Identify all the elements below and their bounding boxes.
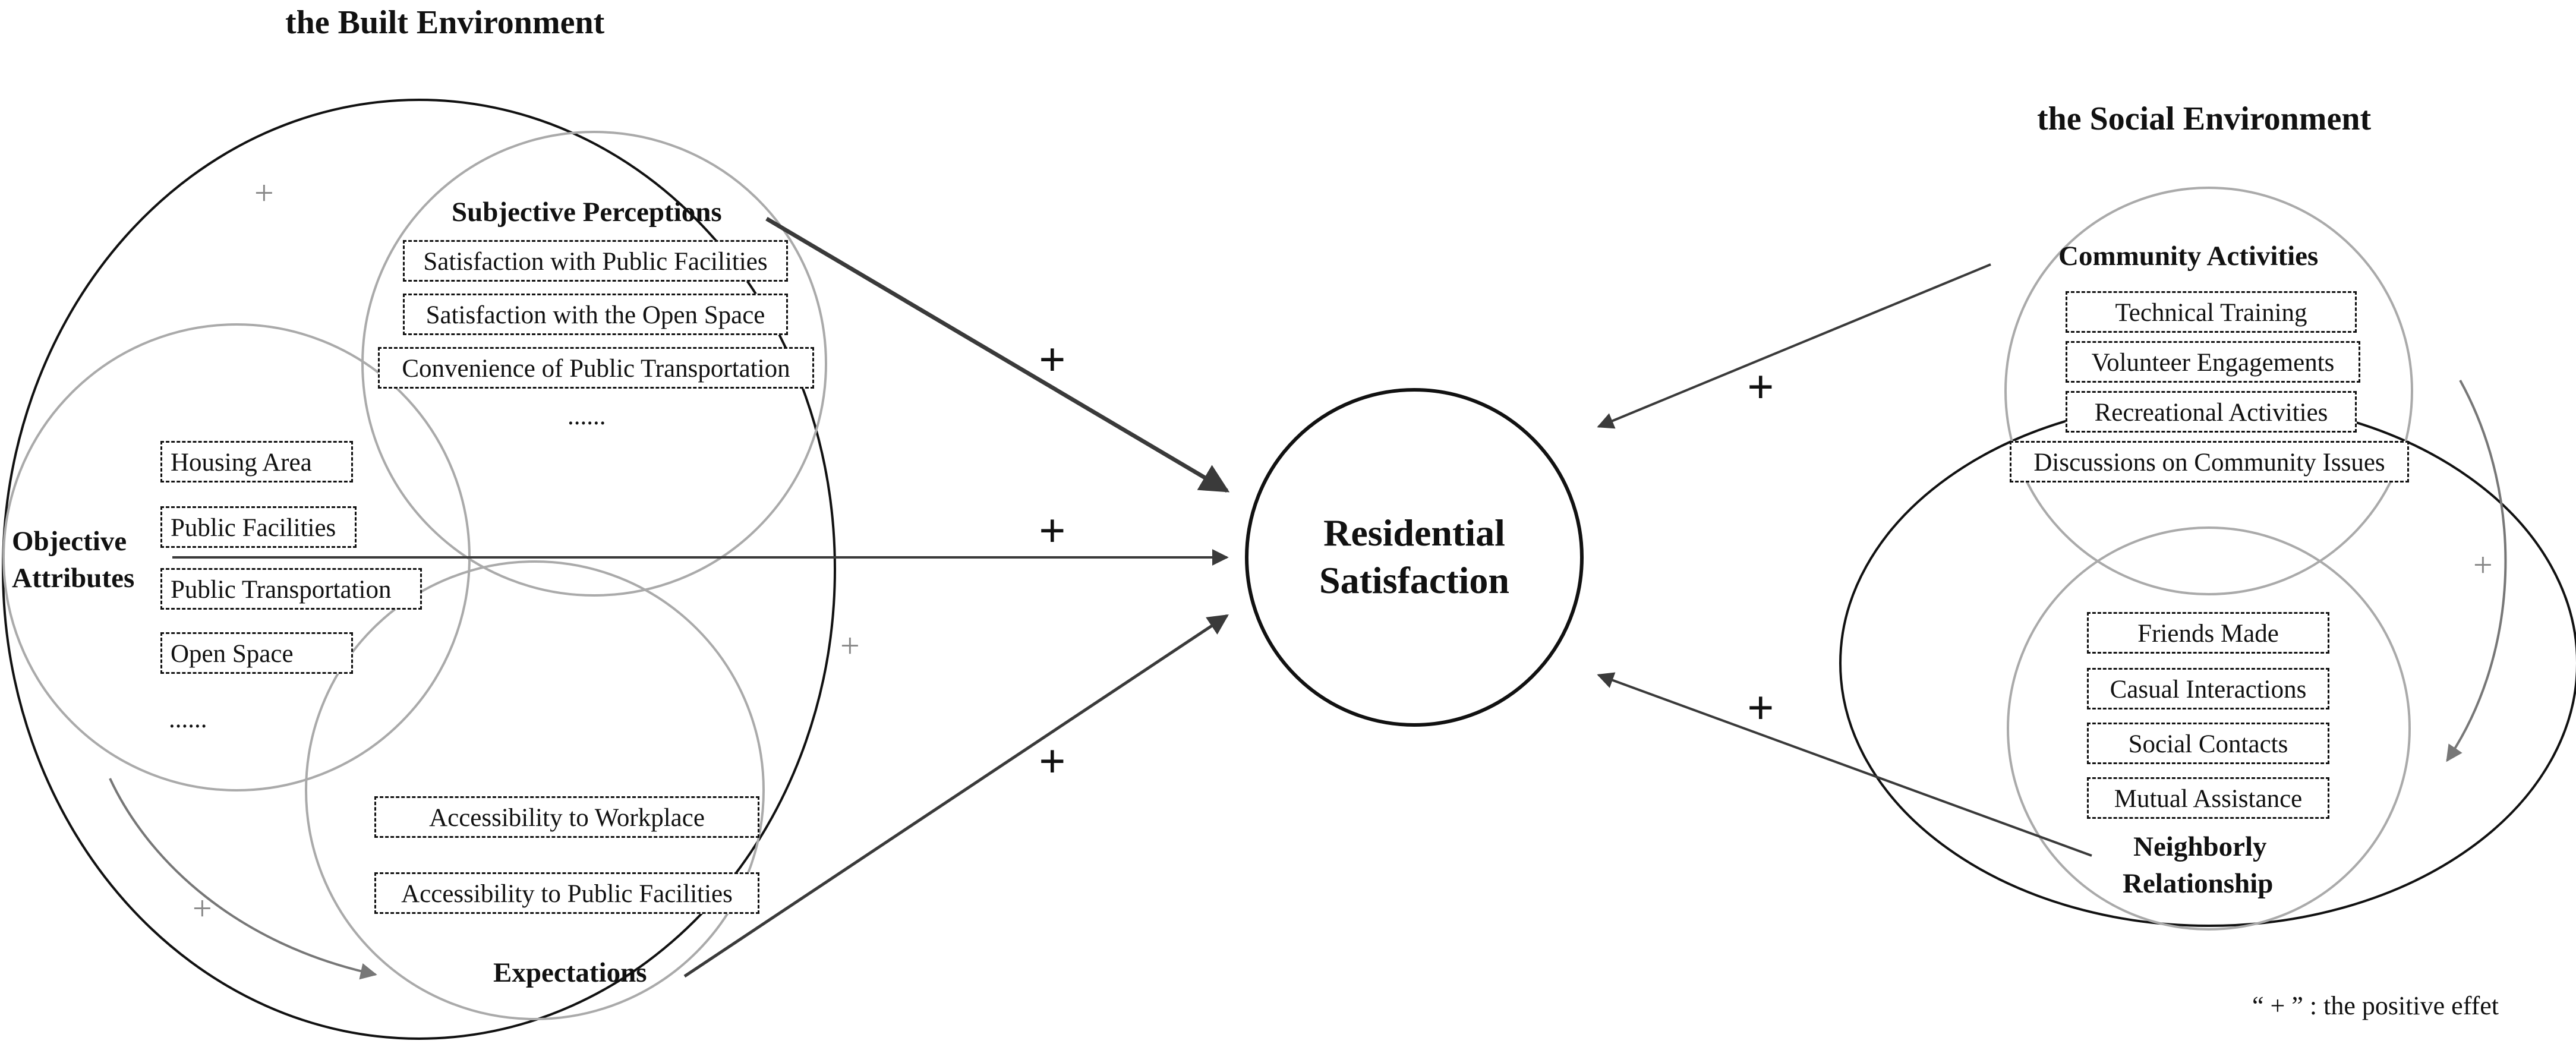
plus-grey-objective-expectations: +	[193, 889, 212, 928]
objective-attributes-title-line1: Objective	[12, 526, 127, 557]
neighborly-relationship-title-line1: Neighborly	[2133, 831, 2267, 862]
subjective-perceptions-circle	[361, 131, 827, 597]
objective-item-public-transportation: Public Transportation	[160, 568, 422, 610]
subjective-item-open-space: Satisfaction with the Open Space	[403, 294, 788, 335]
neighborly-item-social-contacts: Social Contacts	[2087, 723, 2329, 764]
residential-satisfaction-line1: Residential	[1323, 512, 1505, 554]
community-item-technical-training: Technical Training	[2066, 291, 2357, 333]
plus-grey-community-neighborly: +	[2473, 545, 2493, 584]
arrow-community-to-neighborly	[2446, 380, 2507, 762]
legend-positive-effect: “ + ” : the positive effet	[2252, 991, 2499, 1020]
subjective-perceptions-title: Subjective Perceptions	[452, 197, 722, 228]
objective-item-public-facilities: Public Facilities	[160, 506, 357, 548]
expectation-item-public-facilities: Accessibility to Public Facilities	[374, 872, 759, 914]
community-activities-circle	[2004, 187, 2413, 595]
subjective-ellipsis: ......	[567, 402, 606, 430]
neighborly-item-casual-interactions: Casual Interactions	[2087, 668, 2329, 709]
arrow-subjective-to-satisfaction	[765, 216, 1230, 493]
arrow-neighborly-to-satisfaction	[1597, 672, 2092, 857]
plus-subjective-arrow: +	[1039, 334, 1066, 386]
objective-attributes-title-line2: Attributes	[12, 563, 135, 594]
subjective-item-public-transportation: Convenience of Public Transportation	[378, 347, 814, 389]
objective-item-housing-area: Housing Area	[160, 441, 353, 482]
neighborly-item-friends-made: Friends Made	[2087, 612, 2329, 654]
community-item-discussions: Discussions on Community Issues	[2010, 441, 2409, 482]
objective-ellipsis: ......	[169, 705, 207, 733]
subjective-item-public-facilities: Satisfaction with Public Facilities	[403, 240, 788, 282]
community-item-volunteer-engagements: Volunteer Engagements	[2066, 341, 2360, 383]
expectation-item-workplace: Accessibility to Workplace	[374, 796, 759, 838]
residential-satisfaction-line2: Satisfaction	[1319, 559, 1509, 601]
arrow-objective-to-expectations	[109, 778, 377, 980]
objective-item-open-space: Open Space	[160, 632, 353, 674]
plus-expectations-arrow: +	[1039, 736, 1066, 788]
expectations-circle	[305, 560, 765, 1020]
plus-grey-built-right: +	[840, 626, 860, 665]
plus-grey-built-top: +	[254, 174, 274, 212]
plus-objective-arrow: +	[1039, 505, 1066, 557]
residential-satisfaction-circle	[1245, 388, 1584, 727]
neighborly-relationship-circle	[2007, 526, 2411, 931]
community-activities-title: Community Activities	[2058, 241, 2319, 272]
plus-neighborly-arrow: +	[1747, 682, 1774, 734]
plus-community-arrow: +	[1747, 361, 1774, 414]
expectations-title: Expectations	[493, 957, 647, 988]
neighborly-relationship-title-line2: Relationship	[2123, 868, 2274, 899]
community-item-recreational-activities: Recreational Activities	[2066, 391, 2357, 433]
arrow-community-to-satisfaction	[1597, 263, 1991, 429]
arrow-expectations-to-satisfaction	[683, 614, 1229, 978]
built-environment-title: the Built Environment	[285, 4, 605, 41]
social-environment-title: the Social Environment	[2037, 100, 2372, 137]
neighborly-item-mutual-assistance: Mutual Assistance	[2087, 777, 2329, 819]
